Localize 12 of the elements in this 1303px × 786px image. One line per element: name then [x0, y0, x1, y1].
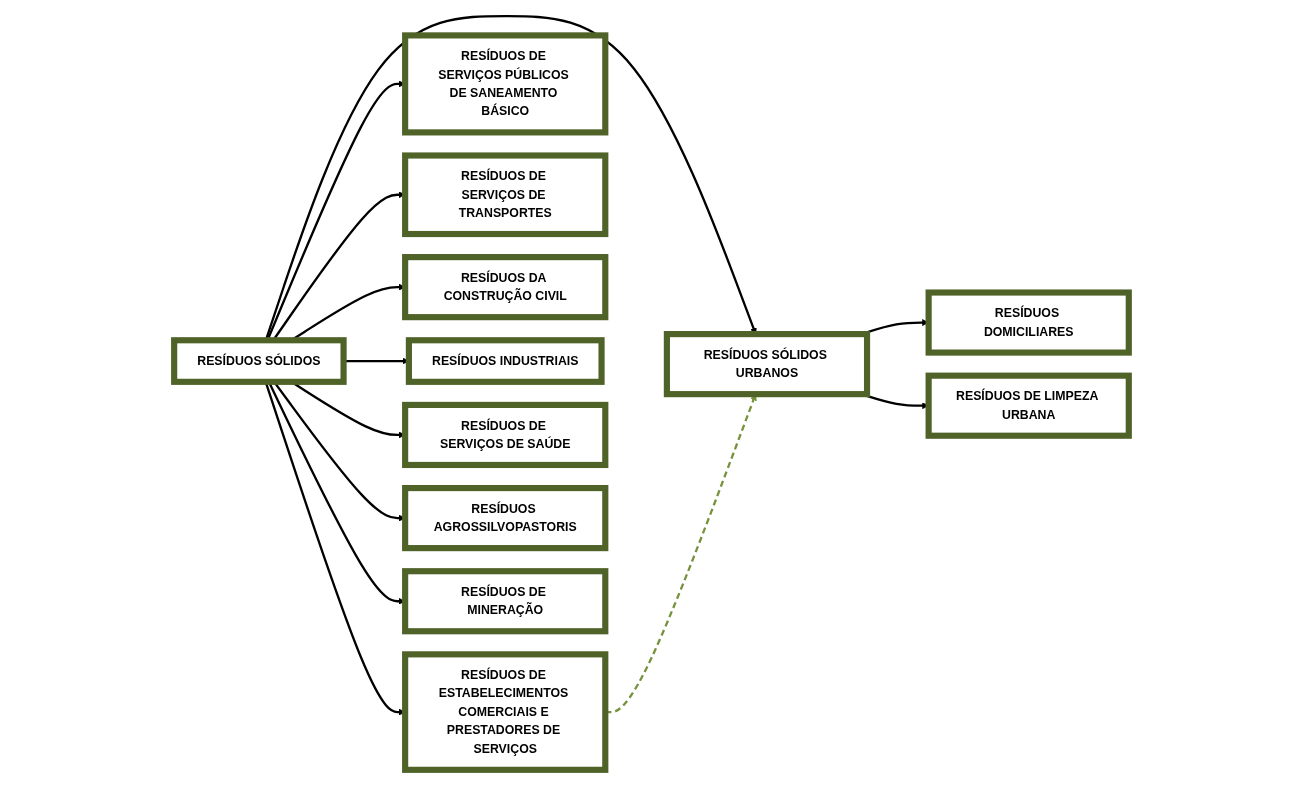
node-box: RESÍDUOS DE ESTABELECIMENTOS COMERCIAIS E PRESTADORES DE SERVIÇOS	[402, 651, 609, 773]
node-box: RESÍDUOS DA CONSTRUÇÃO CIVIL	[402, 254, 609, 321]
node-box: RESÍDUOS DE LIMPEZA URBANA	[925, 372, 1132, 439]
node-box: RESÍDUOS DOMICILIARES	[925, 289, 1132, 356]
node-box: RESÍDUOS DE SERVIÇOS DE TRANSPORTES	[402, 152, 609, 238]
node-box: RESÍDUOS DE SERVIÇOS DE SAÚDE	[402, 401, 609, 469]
node-box: RESÍDUOS DE SERVIÇOS PÚBLICOS DE SANEAMENTO BÁSICO	[402, 32, 609, 136]
node-box: RESÍDUOS AGROSSILVOPASTORIS	[402, 485, 609, 552]
node-box: RESÍDUOS DE MINERAÇÃO	[402, 568, 609, 635]
node-box: RESÍDUOS SÓLIDOS	[171, 337, 347, 385]
node-box: RESÍDUOS INDUSTRIAIS	[405, 337, 605, 385]
node-box: RESÍDUOS SÓLIDOS URBANOS	[663, 331, 871, 398]
